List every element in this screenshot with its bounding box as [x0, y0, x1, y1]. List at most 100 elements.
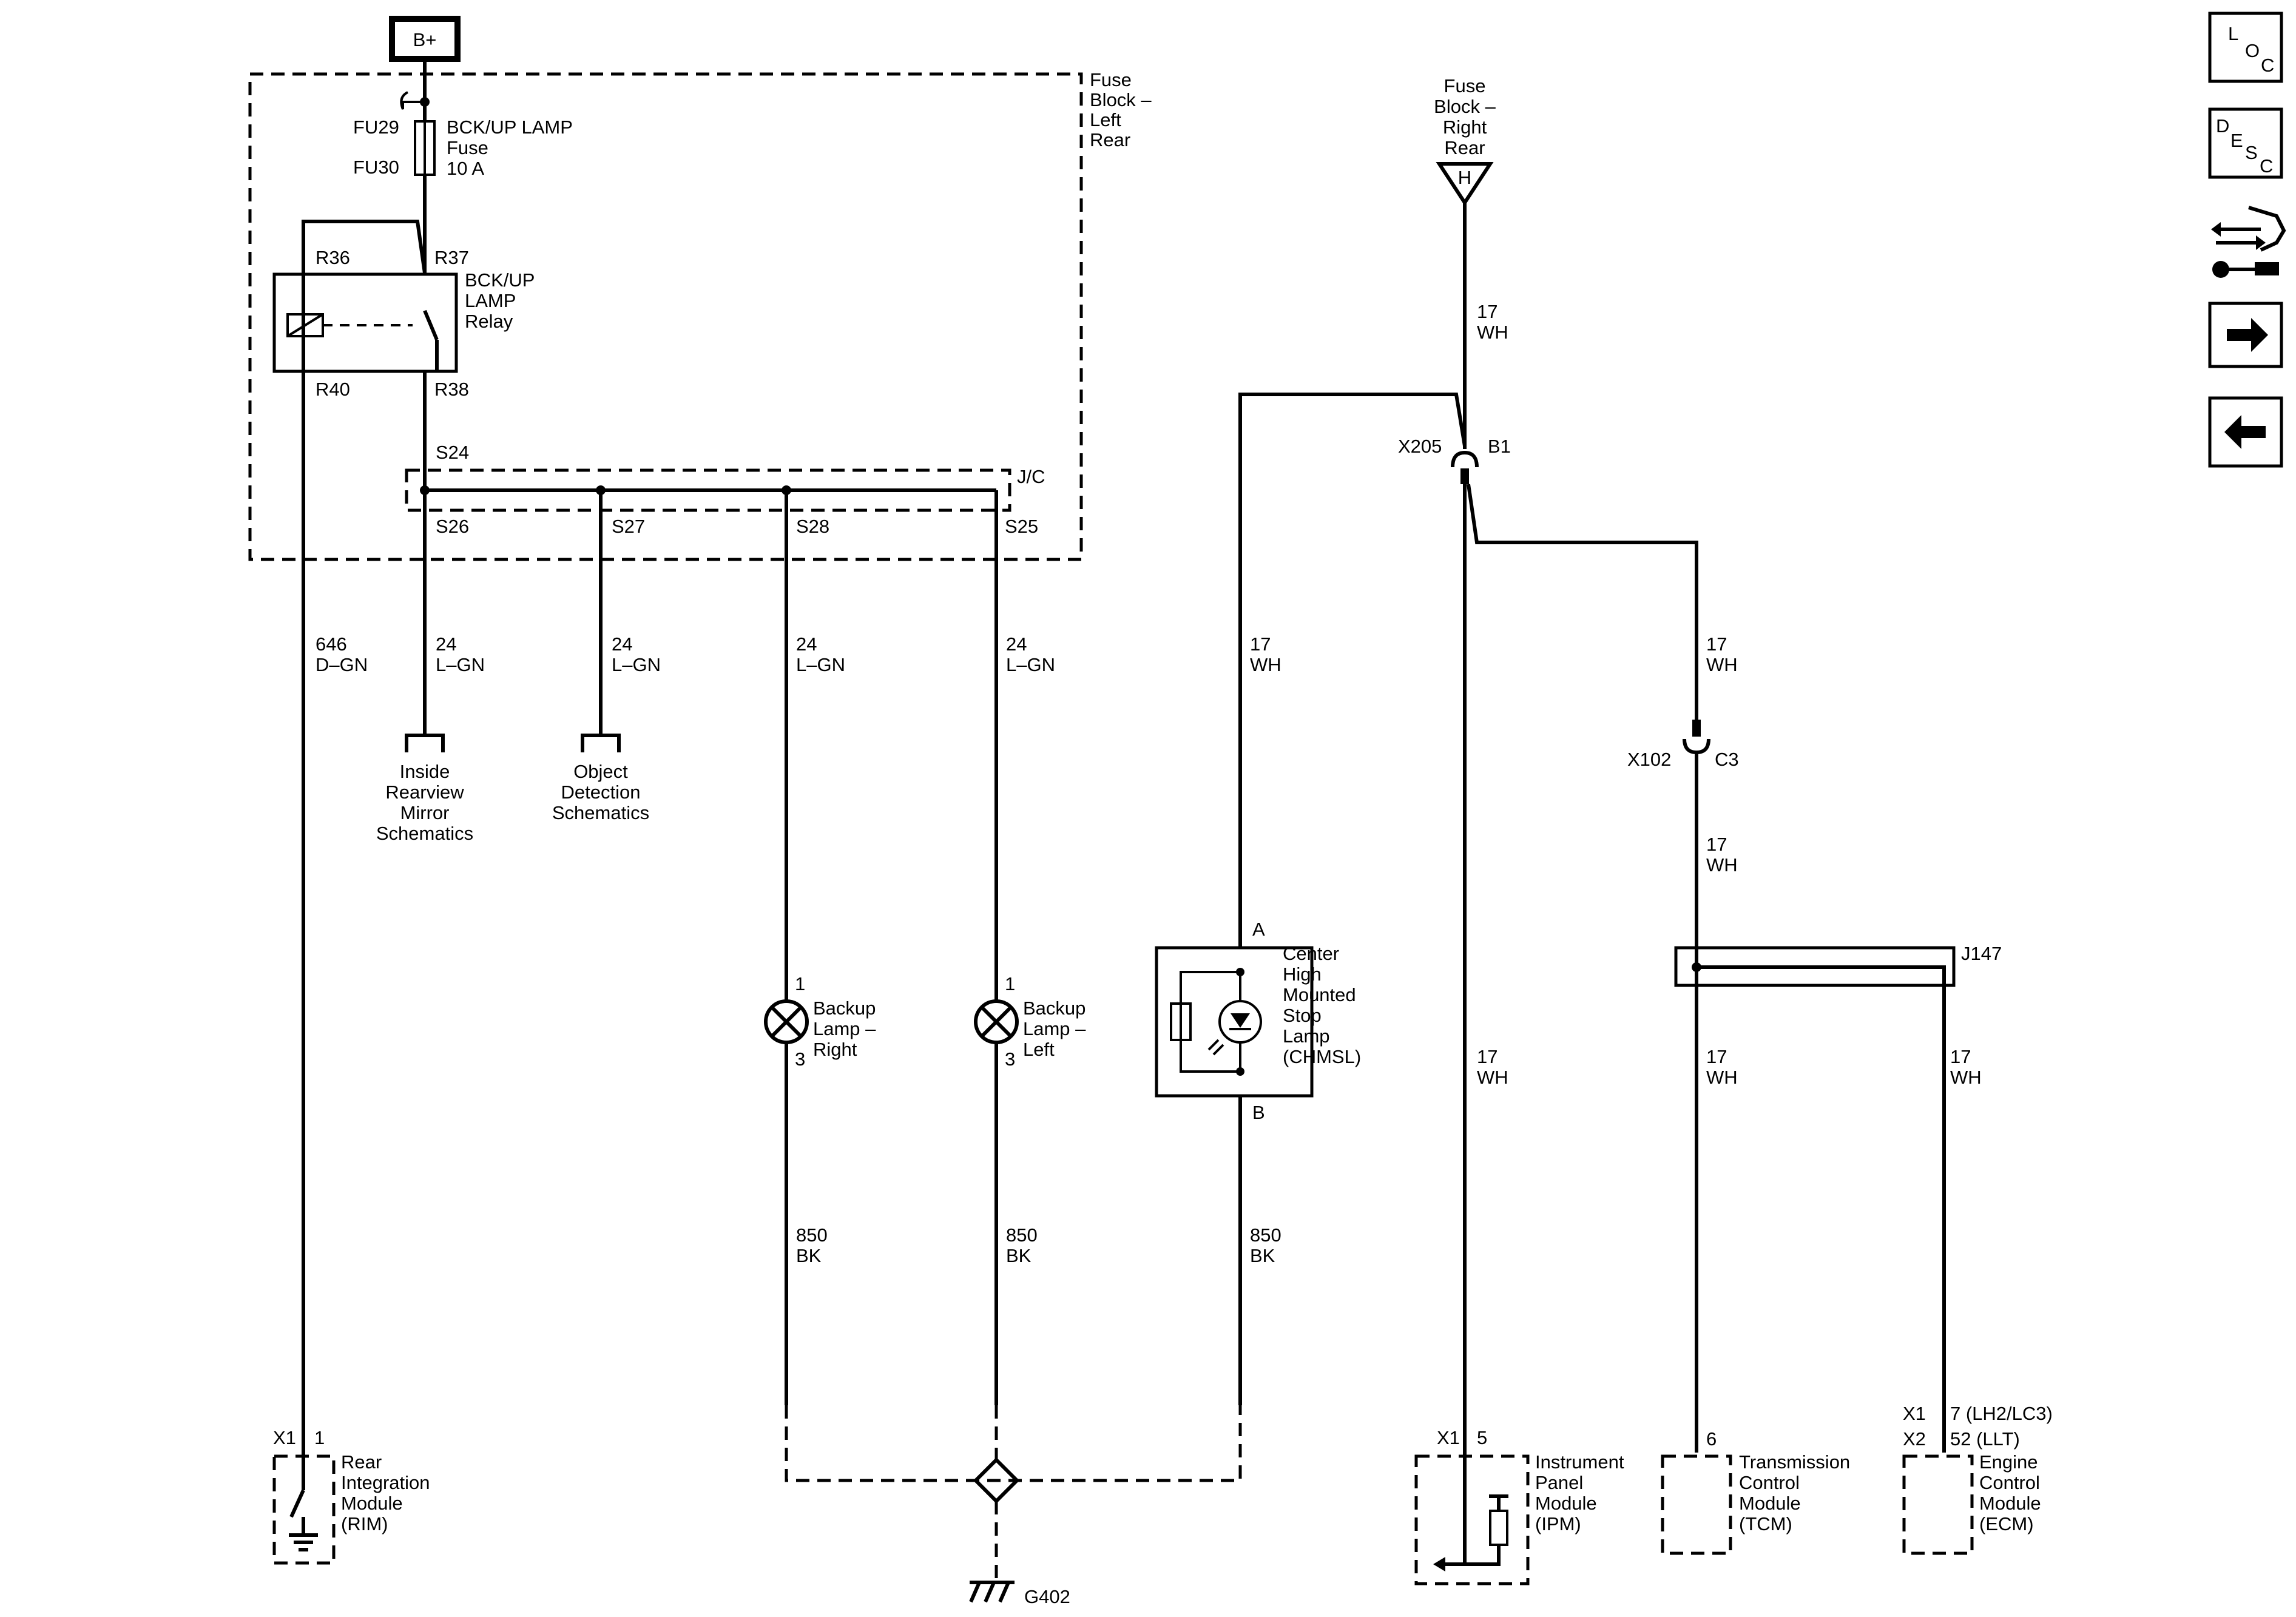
tcm-label-1: Transmission — [1739, 1451, 1850, 1473]
rim-label-2: Integration — [341, 1472, 430, 1493]
lamp-left-label-2: Lamp – — [1023, 1018, 1086, 1039]
circuit-17-ecm — [1697, 965, 1946, 1453]
connector-c3-label: C3 — [1715, 749, 1739, 770]
ecm-label-2: Control — [1979, 1472, 2040, 1493]
circuit-17-branch — [1467, 484, 1698, 720]
rim-label-3: Module — [341, 1493, 403, 1514]
splice-pack-j147-label: J147 — [1961, 943, 2002, 964]
connector-x102-label: X102 — [1627, 749, 1671, 770]
fuse-type-label: Fuse — [447, 137, 488, 158]
junction-connector-boundary — [405, 468, 1011, 512]
fuse-fu30-label: FU30 — [353, 157, 399, 178]
svg-text:D: D — [2216, 115, 2229, 137]
fuse-block-left-rear-label: Fuse Block – Left Rear — [1090, 69, 1152, 150]
svg-text:Fuse: Fuse — [1090, 69, 1132, 90]
ground-g402-label: G402 — [1024, 1586, 1070, 1607]
wire-17-color: WH — [1706, 1067, 1738, 1088]
wire-646-number: 646 — [316, 633, 347, 655]
splice-s25-label: S25 — [1005, 516, 1038, 537]
rim-label-1: Rear — [341, 1451, 382, 1473]
wire-17-number: 17 — [1950, 1046, 1971, 1067]
wire-24-number: 24 — [1006, 633, 1027, 655]
ground-bus — [785, 1405, 1242, 1482]
ipm-label-1: Instrument — [1535, 1451, 1624, 1473]
ground-icon — [969, 1581, 1015, 1603]
ipm-pin-5: 5 — [1477, 1427, 1487, 1448]
ipm-label-2: Panel — [1535, 1472, 1583, 1493]
wire-17-color: WH — [1950, 1067, 1982, 1088]
arrow-left-icon — [2224, 415, 2266, 449]
ecm-label-3: Module — [1979, 1493, 2041, 1514]
location-button[interactable]: L O C — [2208, 12, 2283, 83]
splice-pack-j147 — [1674, 946, 1956, 987]
lamp-left-label-1: Backup — [1023, 998, 1086, 1019]
relay-label-1: BCK/UP — [465, 269, 535, 291]
circuit-17-chmsl — [1238, 393, 1467, 948]
splice-s28-label: S28 — [796, 516, 829, 537]
svg-text:Fuse: Fuse — [1444, 75, 1486, 96]
relay-label-3: Relay — [465, 311, 513, 332]
svg-text:Detection: Detection — [561, 781, 641, 803]
lamp-left-label-3: Left — [1023, 1039, 1055, 1060]
rim-connector-x1: X1 — [273, 1427, 296, 1448]
wire-17-color: WH — [1477, 1067, 1508, 1088]
tcm-module-boundary — [1661, 1454, 1732, 1555]
wire-24-color: L–GN — [612, 654, 661, 675]
splice-s24-label: S24 — [436, 442, 469, 463]
junction-connector-label: J/C — [1017, 466, 1045, 487]
svg-text:Schematics: Schematics — [552, 802, 649, 823]
ecm-label-1: Engine — [1979, 1451, 2038, 1473]
svg-text:Rear: Rear — [1444, 137, 1485, 158]
wire-17-color: WH — [1250, 654, 1281, 675]
wire-17-number: 17 — [1706, 834, 1727, 855]
svg-text:Rearview: Rearview — [385, 781, 464, 803]
wire-646-color: D–GN — [316, 654, 368, 675]
ecm-connector-x1: X1 — [1903, 1403, 1926, 1424]
svg-text:Mirror: Mirror — [400, 802, 450, 823]
relay-pin-r36: R36 — [316, 247, 350, 268]
wire-17-color: WH — [1706, 854, 1738, 876]
lamp-left-pin-3: 3 — [1005, 1048, 1015, 1070]
connector-x205 — [1451, 450, 1479, 468]
object-detection-schematic-reference: Object Detection Schematics — [552, 734, 649, 823]
ipm-label-4: (IPM) — [1535, 1513, 1581, 1534]
chmsl-label-2: High — [1283, 964, 1322, 985]
svg-text:C: C — [2261, 55, 2274, 76]
splice-s26-label: S26 — [436, 516, 469, 537]
chmsl-label-5: Lamp — [1283, 1025, 1330, 1047]
wire-850-color: BK — [1006, 1245, 1032, 1266]
previous-page-button[interactable] — [2208, 396, 2283, 468]
connector-tools-icon[interactable] — [2211, 206, 2286, 278]
fuse-block-connector-h: H — [1436, 162, 1494, 206]
wire-17-number: 17 — [1706, 1046, 1727, 1067]
connector-b1-label: B1 — [1488, 436, 1511, 457]
description-button[interactable]: D E S C — [2208, 107, 2283, 179]
wire-850-number: 850 — [796, 1224, 828, 1246]
wire-17-color: WH — [1477, 322, 1508, 343]
svg-text:C: C — [2260, 155, 2273, 177]
chmsl-label-3: Mounted — [1283, 984, 1356, 1005]
backup-lamp-fuse — [414, 120, 436, 176]
wire-24-color: L–GN — [436, 654, 485, 675]
fuse-fu29-label: FU29 — [353, 116, 399, 138]
wire-17-number: 17 — [1706, 633, 1727, 655]
svg-text:Left: Left — [1090, 109, 1121, 130]
lamp-right-label-2: Lamp – — [813, 1018, 876, 1039]
wire-850-color: BK — [796, 1245, 822, 1266]
ipm-connector-x1: X1 — [1437, 1427, 1460, 1448]
battery-positive-terminal: B+ — [389, 16, 461, 62]
tcm-pin-6: 6 — [1706, 1428, 1717, 1450]
ecm-module-boundary — [1902, 1454, 1974, 1555]
next-page-button[interactable] — [2208, 302, 2283, 368]
svg-text:Rear: Rear — [1090, 129, 1130, 150]
wire-850-number: 850 — [1006, 1224, 1038, 1246]
fuse-name-label: BCK/UP LAMP — [447, 116, 573, 138]
svg-text:Object: Object — [573, 761, 628, 782]
tcm-label-3: Module — [1739, 1493, 1801, 1514]
chmsl-pin-a: A — [1252, 919, 1265, 940]
backup-lamp-right — [764, 999, 809, 1044]
relay-pin-r40: R40 — [316, 379, 350, 400]
wire-24-color: L–GN — [796, 654, 845, 675]
fuse-rating-label: 10 A — [447, 158, 484, 179]
